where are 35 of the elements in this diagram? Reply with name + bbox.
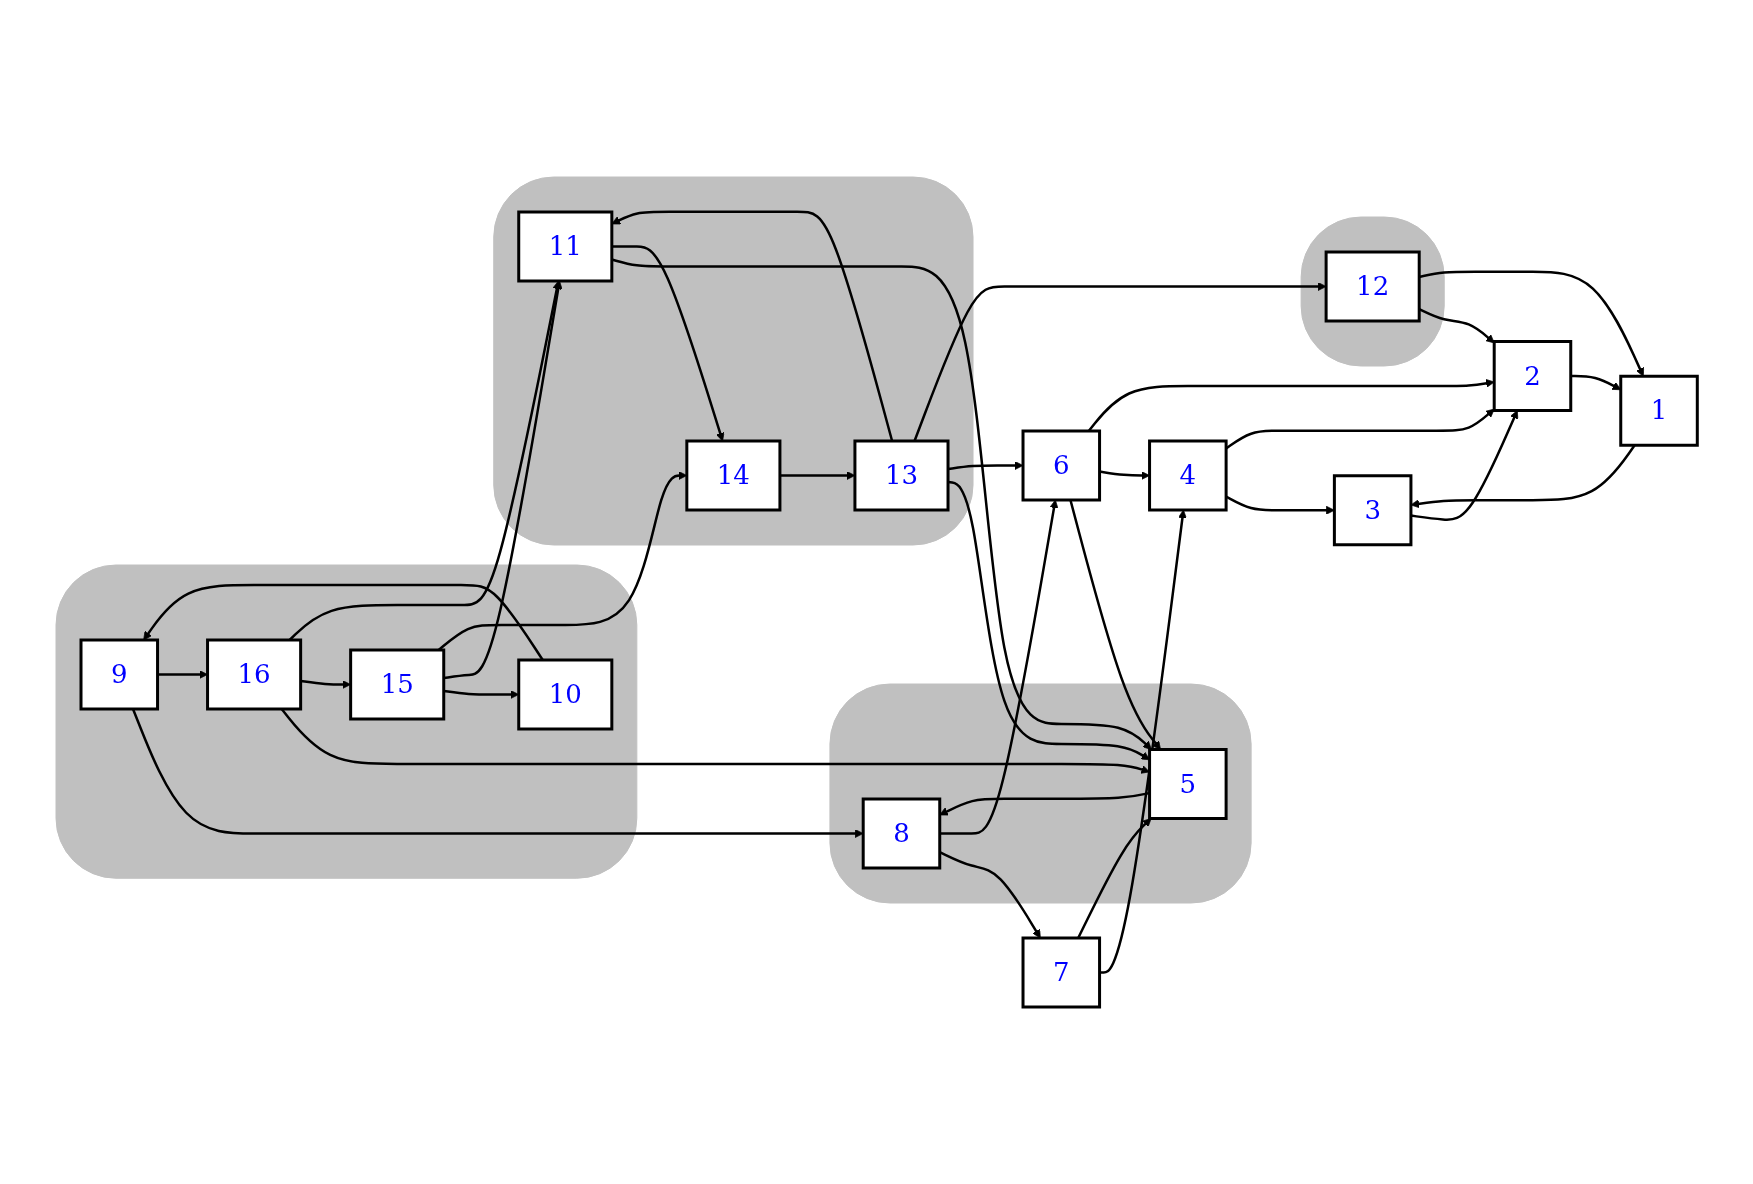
node-box: 1 [1619, 374, 1699, 447]
node-box: 6 [1021, 429, 1101, 502]
node-box: 16 [205, 638, 302, 711]
arrow [947, 480, 1150, 761]
arrow [1225, 495, 1335, 515]
arrow [1076, 818, 1152, 939]
cluster [493, 176, 974, 546]
node-box: 4 [1147, 439, 1228, 512]
arrow [1570, 374, 1621, 391]
node-box: 14 [685, 439, 782, 512]
node-box: 11 [517, 210, 614, 283]
arrow [1099, 470, 1150, 480]
node-box: 15 [349, 648, 446, 721]
arrow [1225, 408, 1495, 450]
arrow [300, 679, 351, 689]
node-box: 2 [1492, 340, 1573, 412]
node-box: 13 [853, 439, 950, 512]
cluster [829, 683, 1252, 904]
node-box: 10 [517, 658, 614, 731]
arrow [1087, 378, 1495, 432]
arrow [611, 258, 1152, 750]
arrow [939, 850, 1041, 939]
arrow [157, 670, 208, 679]
arrow [143, 583, 544, 661]
node-box: 12 [1324, 250, 1421, 323]
node-box: 7 [1021, 936, 1101, 1009]
arrow [443, 689, 519, 699]
arrow [611, 210, 894, 442]
arrow [1410, 410, 1519, 521]
cluster [55, 564, 638, 879]
node-box: 8 [861, 797, 942, 870]
node-box: 3 [1332, 474, 1413, 547]
node-box: 5 [1147, 748, 1228, 820]
node-box: 9 [79, 638, 159, 711]
arrow [611, 245, 725, 442]
